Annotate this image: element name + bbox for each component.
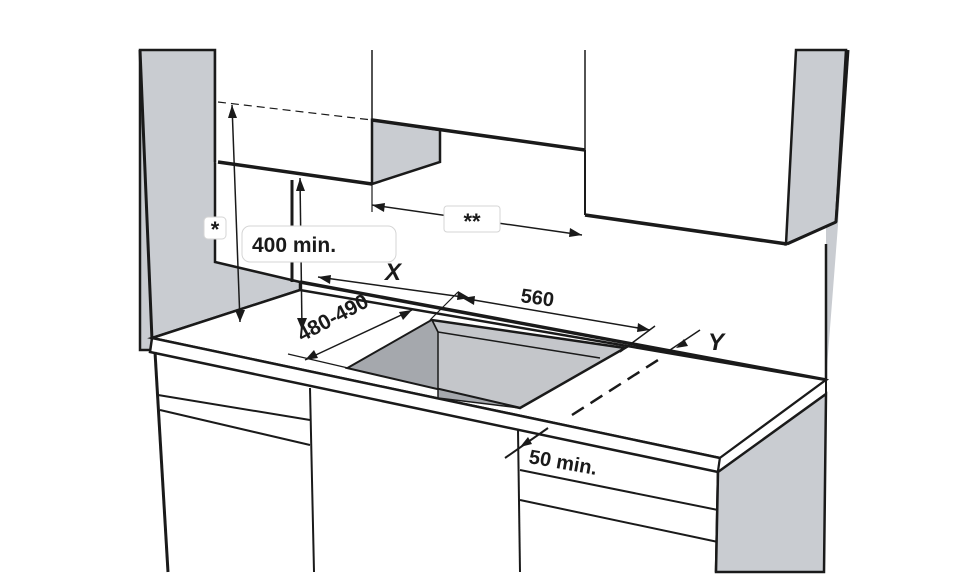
drawer-line-4: [519, 499, 719, 543]
arrow-double-asterisk-right: [569, 228, 582, 237]
cutout-back-edge: [437, 331, 601, 359]
drawer-line-1: [157, 394, 311, 421]
x-label: X: [383, 259, 403, 286]
drawer-line-3: [519, 469, 719, 511]
arrow-y: [676, 339, 688, 348]
dim-line-asterisk: [231, 104, 241, 323]
dim-line-560: [461, 297, 651, 331]
dim-line-480-490: [304, 309, 413, 361]
cutout-corner: [431, 319, 439, 333]
arrow-x-left: [318, 275, 331, 284]
left-wall-edge: [138, 49, 154, 341]
arrow-400-top: [296, 178, 305, 191]
dim-tick-560-left: [429, 291, 459, 321]
min-50-label: 50 min.: [527, 446, 599, 480]
lower-cabinet-divider-2: [517, 429, 521, 573]
wall-countertop-junction: [299, 280, 827, 382]
dim-tick-y: [619, 341, 691, 356]
min-400-label-bg: [241, 225, 397, 263]
upper-cabinet-left: [215, 50, 372, 184]
upper-cabinet-right-side-bottom: [786, 220, 837, 246]
lower-cabinet-right-side: [714, 391, 828, 574]
dim-dashed-cutout-right: [571, 358, 659, 417]
drawer-line-2: [159, 409, 311, 446]
right-wall-edge: [834, 49, 850, 223]
y-label: Y: [708, 329, 726, 356]
double-asterisk-label: **: [463, 209, 481, 234]
asterisk-label: *: [211, 217, 220, 242]
lower-cabinet-left-edge: [153, 351, 170, 573]
hood-bottom-edge: [371, 118, 586, 152]
upper-cabinet-left-bottom: [217, 160, 373, 186]
asterisk-label-bg: [203, 216, 227, 240]
double-asterisk-label-bg: [443, 205, 501, 233]
arrow-480-490-top: [399, 310, 412, 320]
dim-tick-560-right: [619, 325, 656, 353]
arrow-400-bottom: [297, 318, 307, 330]
cutout-inner-shadow: [345, 318, 521, 409]
arrow-asterisk-top: [228, 105, 237, 118]
width-560-label: 560: [519, 285, 555, 311]
dim-line-x: [317, 276, 471, 299]
arrow-asterisk-bottom: [235, 310, 245, 322]
upper-cabinet-right-bottom: [584, 213, 788, 246]
arrow-560-left: [462, 296, 475, 305]
arrow-560-right: [637, 323, 650, 332]
dim-tick-480-490: [287, 353, 349, 369]
arrow-50: [520, 437, 532, 447]
arrow-double-asterisk-left: [372, 203, 385, 212]
dim-line-y: [669, 329, 701, 351]
arrow-480-490-bottom: [305, 350, 318, 360]
min-400-label: 400 min.: [252, 234, 336, 257]
lower-cabinet-divider-1: [309, 387, 315, 573]
